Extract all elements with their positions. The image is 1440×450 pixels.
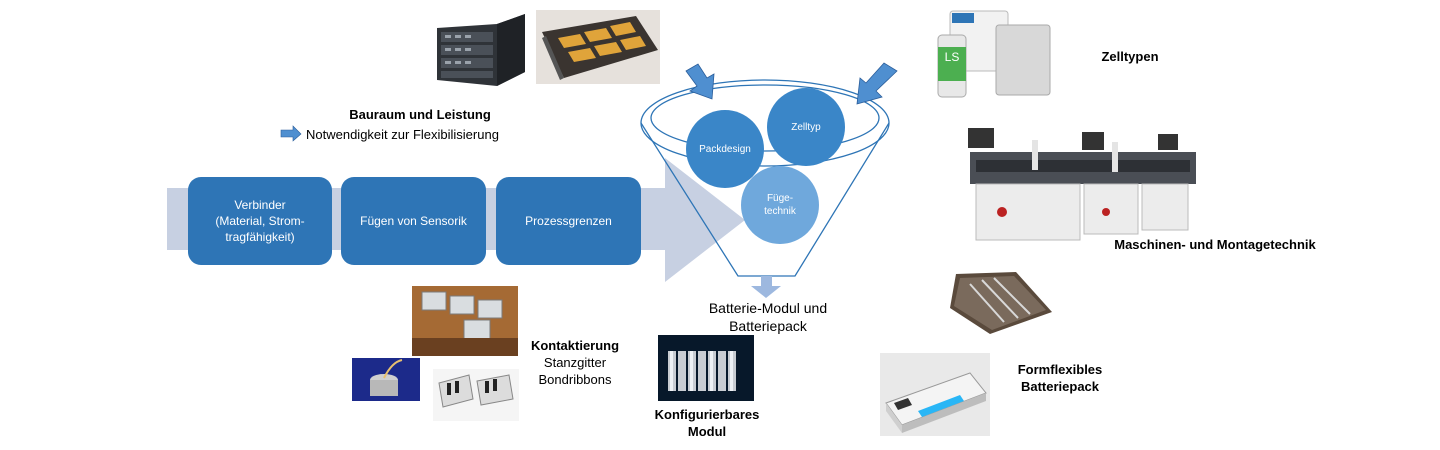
circle-zelltyp-label: Zelltyp	[791, 121, 821, 133]
konfigurierbares-modul-label: Konfigurierbares Modul	[642, 406, 772, 440]
step-verbinder-line-3: tragfähigkeit)	[225, 230, 295, 244]
bullet-arrow-icon	[280, 125, 302, 142]
battery-pack-photo	[536, 10, 660, 84]
bondribbon-cell-photo	[352, 358, 420, 401]
flexible-pack-photo	[946, 268, 1056, 338]
circle-packdesign: Packdesign	[686, 110, 764, 188]
circle-fuegetechnik-label-2: technik	[764, 206, 796, 217]
step-prozessgrenzen: Prozessgrenzen	[496, 177, 641, 265]
step-fuegen-sensorik: Fügen von Sensorik	[341, 177, 486, 265]
kontaktierung-block: Kontaktierung Stanzgitter Bondribbons	[520, 337, 630, 388]
step-verbinder: Verbinder (Material, Strom- tragfähigkei…	[188, 177, 332, 265]
maschinen-label: Maschinen- und Montagetechnik	[1114, 237, 1316, 252]
bauraum-subtitle: Notwendigkeit zur Flexibilisierung	[306, 127, 499, 142]
circle-zelltyp: Zelltyp	[767, 88, 845, 166]
konfig-line-1: Konfigurierbares	[654, 407, 760, 422]
kontaktierung-item-bondribbons: Bondribbons	[538, 372, 612, 387]
step-fuegen-sensorik-label: Fügen von Sensorik	[360, 214, 467, 228]
funnel-output-line-2: Batteriepack	[729, 318, 807, 334]
configurable-module-photo	[658, 335, 754, 401]
stamped-contacts-photo	[433, 369, 519, 421]
formflexibel-label: Formflexibles Batteriepack	[1000, 361, 1120, 395]
step-verbinder-line-2: (Material, Strom-	[215, 214, 305, 228]
step-prozessgrenzen-label: Prozessgrenzen	[525, 214, 612, 228]
funnel-output-text: Batterie-Modul und Batteriepack	[688, 299, 848, 335]
cell-types-photo: LS	[934, 3, 1058, 99]
circle-packdesign-label: Packdesign	[699, 143, 751, 155]
pointer-arrow-left	[685, 63, 715, 100]
battery-stack-image	[437, 14, 525, 86]
contact-busbar-photo	[412, 286, 518, 356]
battery-module-case-photo	[880, 353, 990, 436]
formflexibel-line-2: Batteriepack	[1020, 379, 1100, 394]
bauraum-title: Bauraum und Leistung	[349, 107, 491, 122]
assembly-machines-photo	[962, 120, 1204, 248]
zelltypen-label: Zelltypen	[1101, 49, 1159, 64]
konfig-line-2: Modul	[687, 424, 727, 439]
circle-fuegetechnik: Füge- technik	[741, 166, 819, 244]
kontaktierung-title: Kontaktierung	[530, 338, 620, 353]
funnel-output-line-1: Batterie-Modul und	[708, 300, 828, 316]
pointer-arrow-right	[856, 62, 898, 105]
kontaktierung-item-stanzgitter: Stanzgitter	[543, 355, 607, 370]
svg-text:LS: LS	[945, 50, 960, 64]
circle-fuegetechnik-label-1: Füge-	[766, 193, 794, 204]
step-verbinder-line-1: Verbinder	[234, 198, 286, 212]
funnel-output-arrow	[751, 276, 781, 298]
formflexibel-line-1: Formflexibles	[1017, 362, 1103, 377]
